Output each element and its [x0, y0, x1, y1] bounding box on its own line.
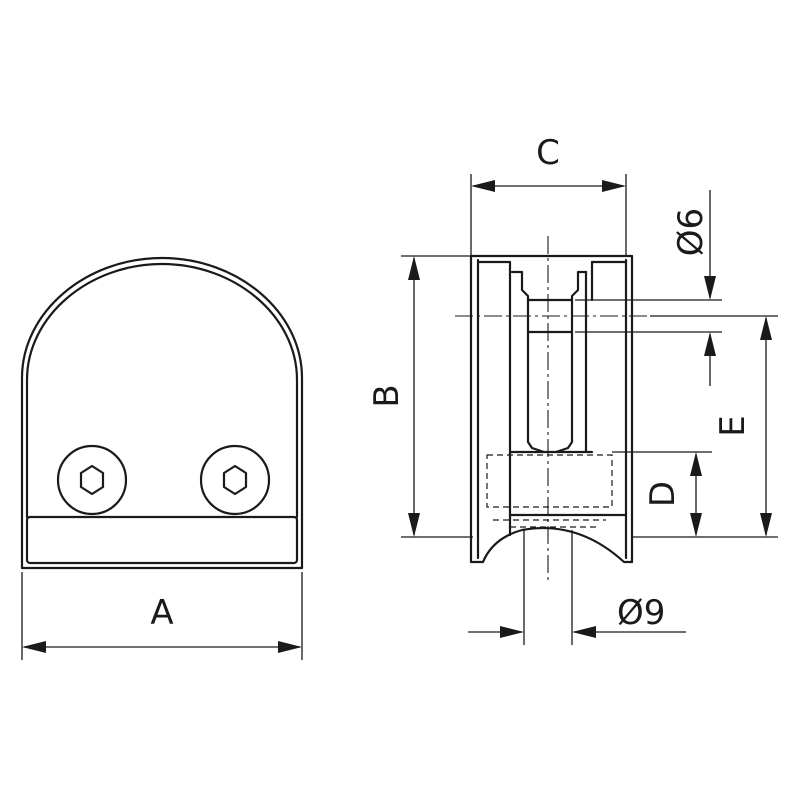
side-outline: [469, 254, 634, 564]
screw-head-left-icon: [56, 444, 128, 516]
front-base-strip: [25, 515, 299, 565]
label-a: A: [150, 593, 173, 633]
dimension-b: B: [367, 255, 473, 538]
dimension-dia9: Ø9: [468, 530, 686, 645]
dimension-dia6: Ø6: [575, 190, 722, 386]
dimension-c: C: [470, 133, 627, 256]
hex-socket-left-icon: [79, 464, 105, 496]
gasket-left: [510, 270, 546, 454]
front-outline-inner: [25, 262, 299, 519]
dimension-d: D: [612, 451, 712, 537]
label-dia6: Ø6: [671, 208, 711, 256]
label-e: E: [713, 415, 753, 436]
label-c: C: [536, 133, 560, 173]
dimension-e: E: [632, 315, 778, 538]
dimension-a: A: [21, 572, 303, 660]
label-d: D: [643, 481, 683, 507]
screw-head-right-icon: [199, 444, 271, 516]
hex-screw-left: [56, 444, 128, 516]
hex-screw-right: [199, 444, 271, 516]
hex-socket-right-icon: [222, 464, 248, 496]
label-b: B: [367, 384, 407, 407]
front-outline-outer: [20, 256, 304, 570]
gasket-right: [554, 270, 588, 454]
hidden-set-screw: [486, 454, 613, 508]
front-view: [20, 256, 304, 570]
side-view: [455, 236, 650, 580]
label-dia9: Ø9: [617, 593, 665, 633]
